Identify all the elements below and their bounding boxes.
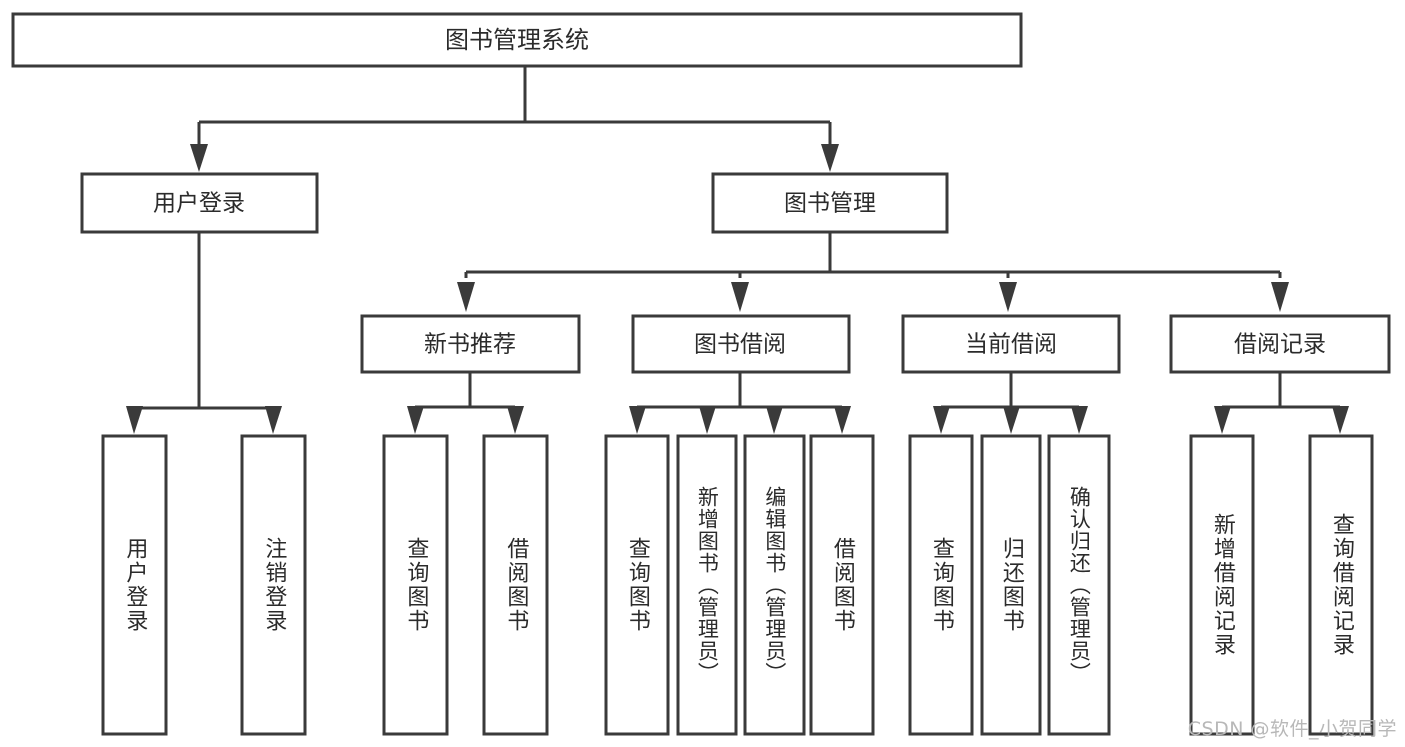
arrow-head-icon <box>507 406 524 434</box>
leaf-borrow-lend-box[interactable] <box>809 434 875 736</box>
arrow-head-icon <box>457 282 475 312</box>
arrow-head-icon <box>1214 406 1231 434</box>
node-user-login-box[interactable] <box>80 172 319 234</box>
node-book-management-box[interactable] <box>711 172 949 234</box>
node-borrow-record[interactable]: 借阅记录 <box>1169 314 1391 374</box>
arrow-head-icon <box>821 144 839 172</box>
node-layer: 图书管理系统 用户登录 图书管理 新书推荐 图书借阅 当前 <box>11 12 1391 736</box>
arrow-head-icon <box>1271 282 1289 312</box>
leaf-newbook-query-box[interactable] <box>382 434 449 736</box>
leaf-record-add-box[interactable] <box>1189 434 1255 736</box>
node-root-system-label: 图书管理系统 <box>445 26 589 54</box>
node-borrow-record-box[interactable] <box>1169 314 1391 374</box>
node-book-borrow-label: 图书借阅 <box>694 332 786 358</box>
node-book-borrow[interactable]: 图书借阅 <box>631 314 851 374</box>
node-current-borrow-label: 当前借阅 <box>965 332 1057 358</box>
arrow-head-icon <box>766 406 783 434</box>
leaf-current-return-box[interactable] <box>980 434 1042 736</box>
node-borrow-record-label: 借阅记录 <box>1234 332 1326 358</box>
node-current-borrow-box[interactable] <box>901 314 1121 374</box>
node-user-login-label: 用户登录 <box>153 191 245 217</box>
node-book-borrow-box[interactable] <box>631 314 851 374</box>
arrow-head-icon <box>834 406 851 434</box>
arrow-head-icon <box>699 406 716 434</box>
arrow-head-icon <box>407 406 424 434</box>
leaf-user-login-logout-box[interactable] <box>240 434 307 736</box>
arrow-head-icon <box>933 406 950 434</box>
leaf-current-confirm-box[interactable] <box>1047 434 1111 736</box>
watermark-text: CSDN @软件_小贺同学 <box>1187 718 1397 740</box>
leaf-current-query-box[interactable] <box>908 434 974 736</box>
leaf-record-query-box[interactable] <box>1308 434 1374 736</box>
node-current-borrow[interactable]: 当前借阅 <box>901 314 1121 374</box>
arrow-head-icon <box>1332 406 1349 434</box>
node-user-login[interactable]: 用户登录 <box>80 172 319 234</box>
leaf-borrow-add-box[interactable] <box>676 434 738 736</box>
leaf-newbook-borrow-box[interactable] <box>482 434 549 736</box>
connector-layer <box>126 66 1349 434</box>
node-book-management[interactable]: 图书管理 <box>711 172 949 234</box>
node-new-book-recommend[interactable]: 新书推荐 <box>360 314 581 374</box>
node-book-management-label: 图书管理 <box>784 191 876 217</box>
arrow-head-icon <box>265 406 282 434</box>
leaf-user-login-login-box[interactable] <box>101 434 168 736</box>
arrow-head-icon <box>190 144 208 172</box>
arrow-head-icon <box>126 406 143 434</box>
node-root-system[interactable]: 图书管理系统 <box>11 12 1023 68</box>
arrow-head-icon <box>629 406 646 434</box>
leaf-borrow-query-box[interactable] <box>604 434 670 736</box>
arrow-head-icon <box>1003 406 1020 434</box>
arrow-head-icon <box>999 282 1017 312</box>
arrow-head-icon <box>731 282 749 312</box>
node-root-system-box[interactable] <box>11 12 1023 68</box>
leaf-borrow-edit-box[interactable] <box>743 434 806 736</box>
node-new-book-recommend-label: 新书推荐 <box>424 332 516 358</box>
node-new-book-recommend-box[interactable] <box>360 314 581 374</box>
arrow-head-icon <box>1071 406 1088 434</box>
